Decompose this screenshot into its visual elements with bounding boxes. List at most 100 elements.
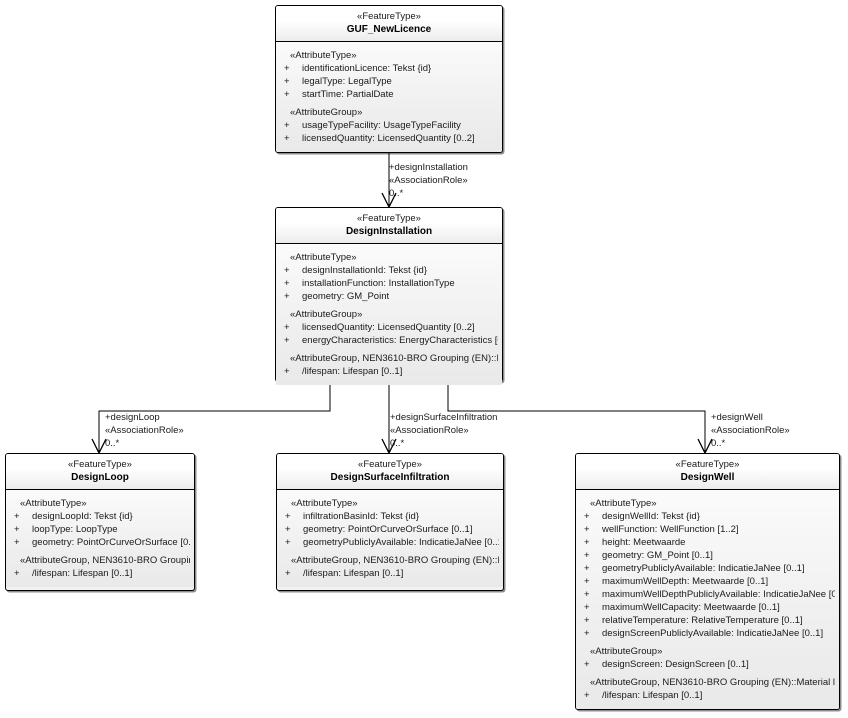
- attribute-row: + /lifespan: Lifespan [0..1]: [276, 365, 498, 378]
- attribute-row: +designInstallationId: Tekst {id}: [276, 264, 498, 277]
- class-stereotype: «FeatureType»: [358, 459, 422, 470]
- attribute-row: + licensedQuantity: LicensedQuantity [0..…: [276, 132, 498, 145]
- attribute-group-label: «AttributeType»: [290, 50, 357, 61]
- attribute-group-label: «AttributeType»: [20, 498, 87, 509]
- class-body-designsurfaceinfiltration: «AttributeType»+infiltrationBasinId: Tek…: [277, 490, 503, 587]
- attribute-text: geometry: PointOrCurveOrSurface [0..1]: [32, 537, 190, 548]
- class-stereotype: «FeatureType»: [68, 459, 132, 470]
- association-multiplicity: 0..*: [389, 188, 404, 199]
- visibility-marker: +: [284, 133, 290, 144]
- attribute-row: +designScreen: DesignScreen [0..1]: [576, 658, 835, 671]
- attribute-text: legalType: LegalType: [302, 76, 392, 87]
- attribute-text: usageTypeFacility: UsageTypeFacility: [302, 120, 461, 131]
- attribute-text: /lifespan: Lifespan [0..1]: [32, 568, 133, 579]
- attribute-text: licensedQuantity: LicensedQuantity [0..2…: [302, 133, 475, 144]
- visibility-marker: +: [584, 511, 590, 522]
- visibility-marker: +: [584, 690, 590, 701]
- class-name: DesignWell: [680, 472, 735, 483]
- uml-class-designwell[interactable]: «FeatureType»DesignWell«AttributeType»+d…: [575, 453, 840, 710]
- attribute-row: + energyCharacteristics: EnergyCharacteri…: [276, 334, 498, 347]
- attribute-text: geometry: GM_Point: [302, 291, 390, 302]
- uml-class-designloop[interactable]: «FeatureType»DesignLoop«AttributeType»+d…: [5, 453, 195, 591]
- association-label-assoc-designloop[interactable]: +designLoop«AssociationRole»0..*: [105, 411, 184, 450]
- visibility-marker: +: [285, 568, 291, 579]
- attribute-group-label: «AttributeGroup, NEN3610-BRO Grouping (E…: [291, 555, 499, 566]
- attribute-row: +designScreenPubliclyAvailable: Indicati…: [576, 627, 835, 640]
- class-name: DesignSurfaceInfiltration: [330, 472, 450, 483]
- attribute-row: +installationFunction: InstallationType: [276, 277, 498, 290]
- visibility-marker: +: [584, 589, 590, 600]
- visibility-marker: +: [14, 568, 20, 579]
- visibility-marker: +: [285, 511, 291, 522]
- attribute-text: relativeTemperature: RelativeTemperature…: [602, 615, 803, 626]
- attribute-row: + maximumWellCapacity: Meetwaarde [0..1]: [576, 601, 835, 614]
- attribute-group-label: «AttributeType»: [590, 498, 657, 509]
- class-header-designsurfaceinfiltration: «FeatureType» DesignSurfaceInfiltration: [277, 454, 503, 490]
- attribute-row: + /lifespan: Lifespan [0..1]: [277, 567, 499, 580]
- attribute-row: + wellFunction: WellFunction [1..2]: [576, 523, 835, 536]
- visibility-marker: +: [14, 524, 20, 535]
- attribute-group-label: «AttributeGroup»: [290, 107, 363, 118]
- visibility-marker: +: [584, 659, 590, 670]
- visibility-marker: +: [284, 76, 290, 87]
- visibility-marker: +: [584, 524, 590, 535]
- attribute-text: designInstallationId: Tekst {id}: [302, 265, 427, 276]
- attribute-text: infiltrationBasinId: Tekst {id}: [303, 511, 420, 522]
- attribute-row: +maximumWellDepth: Meetwaarde [0..1]: [576, 575, 835, 588]
- uml-class-designinstallation[interactable]: «FeatureType»DesignInstallation «Attribut…: [275, 207, 503, 385]
- class-body-guf_newlicence: «AttributeType»+identificationLicence: T…: [276, 42, 502, 152]
- attribute-text: wellFunction: WellFunction [1..2]: [602, 524, 739, 535]
- attribute-row: +geometryPubliclyAvailable: IndicatieJaN…: [277, 536, 499, 549]
- attribute-text: /lifespan: Lifespan [0..1]: [302, 366, 403, 377]
- visibility-marker: +: [284, 63, 290, 74]
- attribute-text: identificationLicence: Tekst {id}: [302, 63, 432, 74]
- class-stereotype: «FeatureType»: [357, 213, 421, 224]
- association-label-assoc-designsurfaceinfiltration[interactable]: +designSurfaceInfiltration«AssociationRo…: [390, 411, 497, 450]
- association-multiplicity: 0..*: [105, 438, 120, 449]
- attribute-row: +loopType: LoopType: [6, 523, 190, 536]
- attribute-group-label: «AttributeType»: [291, 498, 358, 509]
- arrowhead-designloop: [91, 438, 107, 455]
- visibility-marker: +: [584, 550, 590, 561]
- visibility-marker: +: [284, 366, 290, 377]
- visibility-marker: +: [285, 537, 291, 548]
- visibility-marker: +: [14, 537, 20, 548]
- attribute-row: +/lifespan: Lifespan [0..1]: [576, 689, 835, 702]
- attribute-group-label: «AttributeGroup, NEN3610-BRO Grouping (E…: [290, 353, 498, 364]
- attribute-row: +startTime: PartialDate: [276, 88, 498, 101]
- visibility-marker: +: [284, 335, 290, 346]
- attribute-row: + geometry: PointOrCurveOrSurface [0..1]: [6, 536, 190, 549]
- association-label-assoc-designwell[interactable]: +designWell«AssociationRole»0..*: [711, 411, 790, 450]
- attribute-text: designLoopId: Tekst {id}: [32, 511, 133, 522]
- visibility-marker: +: [285, 524, 291, 535]
- attribute-group-label: «AttributeGroup, NEN3610-BRO Groupin...: [20, 555, 190, 566]
- visibility-marker: +: [584, 537, 590, 548]
- attribute-text: energyCharacteristics: EnergyCharacteris…: [302, 335, 498, 346]
- attribute-row: +geometry: PointOrCurveOrSurface [0..1]: [277, 523, 499, 536]
- attribute-row: + designWellId: Tekst {id}: [576, 510, 835, 523]
- visibility-marker: +: [584, 615, 590, 626]
- class-body-designwell: «AttributeType»+designWellId: Tekst {id}…: [576, 490, 839, 709]
- uml-class-designsurfaceinfiltration[interactable]: «FeatureType» DesignSurfaceInfiltration «A…: [276, 453, 504, 591]
- association-label-assoc-designinstallation[interactable]: +designInstallation«AssociationRole»0..*: [389, 161, 468, 200]
- attribute-text: licensedQuantity: LicensedQuantity [0..2…: [302, 322, 475, 333]
- attribute-row: + infiltrationBasinId: Tekst {id}: [277, 510, 499, 523]
- attribute-row: +geometry: GM_Point [0..1]: [576, 549, 835, 562]
- association-stereotype: «AssociationRole»: [105, 425, 184, 436]
- attribute-text: designWellId: Tekst {id}: [602, 511, 700, 522]
- association-multiplicity: 0..*: [390, 438, 405, 449]
- attribute-text: maximumWellDepthPubliclyAvailable: Indic…: [602, 589, 835, 600]
- attribute-group-label: «AttributeGroup»: [290, 309, 363, 320]
- attribute-row: +geometry: GM_Point: [276, 290, 498, 303]
- attribute-row: +usageTypeFacility: UsageTypeFacility: [276, 119, 498, 132]
- uml-class-guf_newlicence[interactable]: «FeatureType»GUF_NewLicence«AttributeTyp…: [275, 5, 503, 153]
- visibility-marker: +: [584, 602, 590, 613]
- attribute-row: + identificationLicence: Tekst {id}: [276, 62, 498, 75]
- attribute-text: /lifespan: Lifespan [0..1]: [303, 568, 404, 579]
- class-header-designinstallation: «FeatureType»DesignInstallation: [276, 208, 502, 244]
- attribute-text: maximumWellCapacity: Meetwaarde [0..1]: [602, 602, 780, 613]
- association-role-name: +designWell: [711, 412, 763, 423]
- class-name: GUF_NewLicence: [346, 24, 432, 35]
- attribute-text: geometryPubliclyAvailable: IndicatieJaNe…: [602, 563, 805, 574]
